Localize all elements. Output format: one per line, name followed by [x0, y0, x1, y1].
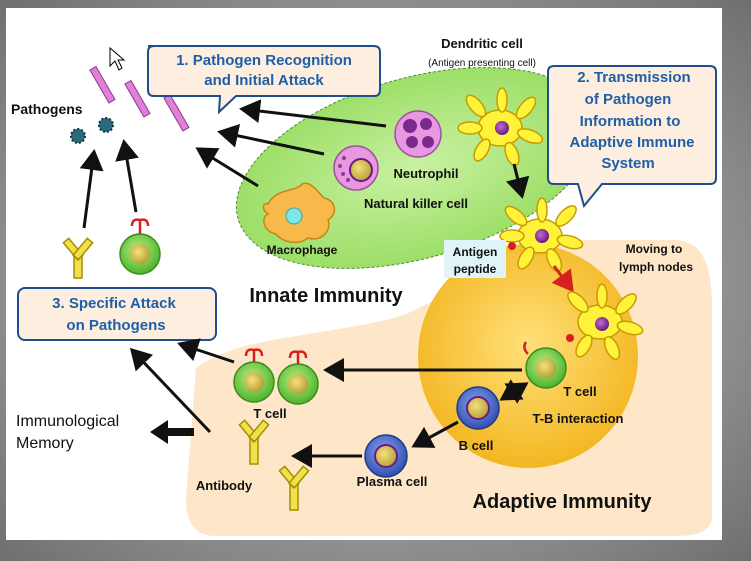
immunity-diagram: Pathogens 1. Pathogen Recognition and In… [11, 36, 717, 536]
pathogens-label: Pathogens [11, 101, 83, 117]
specific-attack-arrows [129, 338, 235, 434]
moving-label-line1: Moving to [626, 242, 683, 256]
dendritic-cell-icon [457, 87, 544, 167]
antibody-label: Antibody [196, 478, 253, 493]
b-cell-icon [456, 386, 500, 430]
natural-killer-cell-icon [333, 145, 379, 191]
callout-step2-line3: Information to [580, 113, 681, 130]
dendritic-transfer-arrow [505, 163, 530, 199]
callout-step3-line2: on Pathogens [66, 317, 165, 334]
antigen-label-line2: peptide [454, 262, 497, 276]
callout-step1-line1: 1. Pathogen Recognition [176, 52, 352, 69]
memory-arrow [150, 420, 194, 444]
b-to-plasma-arrow [411, 420, 459, 448]
memory-label-line2: Memory [16, 435, 74, 452]
antigen-label-line1: Antigen [453, 245, 498, 259]
moving-label-line2: lymph nodes [619, 260, 693, 274]
callout-step3: 3. Specific Attack on Pathogens [17, 287, 217, 341]
plasma-cell-label: Plasma cell [357, 474, 428, 489]
neutrophil-icon [394, 110, 442, 158]
mouse-cursor-icon [109, 46, 126, 71]
callout-step2-line1: 2. Transmission [577, 69, 690, 86]
plasma-cell-icon [364, 434, 408, 478]
macrophage-label: Macrophage [267, 243, 338, 257]
callout-step3-line1: 3. Specific Attack [52, 295, 176, 312]
t-cells-left-icon [233, 348, 319, 405]
t-cell-left-label: T cell [253, 406, 286, 421]
diagram-slide: Pathogens 1. Pathogen Recognition and In… [6, 8, 722, 540]
lymph-migration-arrow [551, 265, 574, 293]
pathogen-rods [89, 65, 190, 132]
innate-immunity-title: Innate Immunity [249, 285, 403, 307]
macrophage-icon [262, 182, 336, 244]
t-cell-right-icon [523, 341, 567, 389]
b-cell-label: B cell [459, 438, 494, 453]
innate-attack-arrows [195, 99, 387, 188]
memory-label-line1: Immunological [16, 413, 119, 430]
adaptive-immunity-title: Adaptive Immunity [473, 491, 653, 513]
callout-step1: 1. Pathogen Recognition and Initial Atta… [147, 45, 381, 115]
t-cell-left-top-icon [119, 218, 161, 275]
antigen-presenting-label: (Antigen presenting cell) [428, 58, 536, 69]
antibody-icon [238, 419, 310, 511]
tb-interaction-arrow [499, 379, 529, 404]
callout-step2-line2: of Pathogen [585, 91, 672, 108]
antibody-left-icon [62, 237, 94, 279]
callout-step1-line2: and Initial Attack [204, 72, 324, 89]
pathogen-target-arrows [79, 139, 139, 229]
tb-interaction-label: T-B interaction [532, 411, 623, 426]
dendritic-cell-label: Dendritic cell [441, 36, 523, 51]
dendritic-cell-lymph-icon [566, 283, 644, 360]
natural-killer-cell-label: Natural killer cell [364, 196, 468, 211]
callout-step2-line4: Adaptive Immune [569, 134, 694, 151]
callout-step2-line5: System [601, 155, 654, 172]
neutrophil-label: Neutrophil [394, 166, 459, 181]
callout-step2: 2. Transmission of Pathogen Information … [547, 65, 717, 209]
pathogen-virus-icon [70, 117, 114, 144]
t-cell-right-label: T cell [563, 384, 596, 399]
antigen-peptide-label-box: Antigen peptide [444, 240, 506, 278]
